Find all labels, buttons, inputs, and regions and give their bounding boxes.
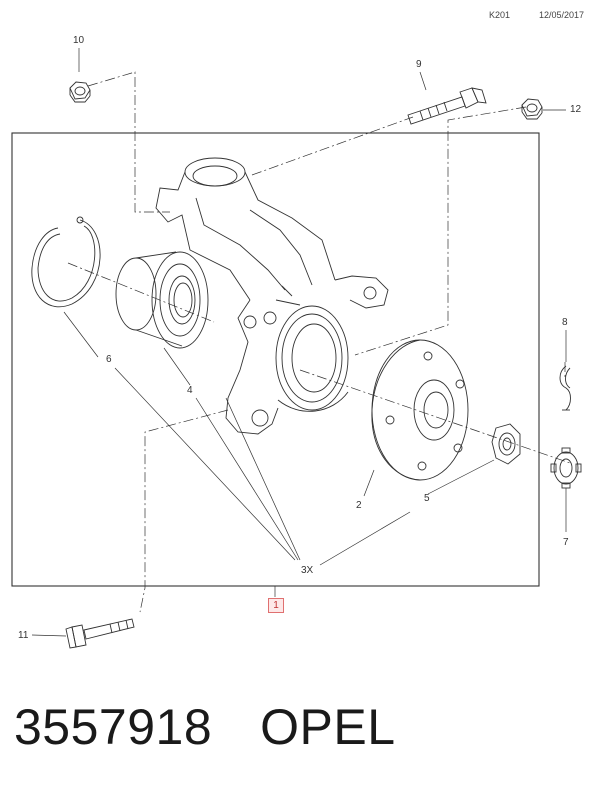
- bolt-9: [407, 87, 487, 125]
- callout-8: 8: [562, 317, 568, 328]
- callout-5: 5: [424, 493, 430, 504]
- diagram-date: 12/05/2017: [539, 10, 585, 20]
- callout-3x: 3X: [301, 565, 314, 576]
- center-lines: [67, 71, 571, 613]
- callout-2: 2: [356, 500, 362, 511]
- snap-ring-6: [31, 216, 101, 308]
- callout-1: 1: [268, 598, 284, 613]
- cotter-pin-8: [559, 365, 571, 411]
- wheel-bearing-4: [115, 251, 209, 349]
- footer-caption: 3557918 OPEL: [14, 700, 396, 754]
- assembly-frame: [11, 132, 540, 587]
- callout-10: 10: [73, 35, 85, 46]
- callout-9: 9: [416, 59, 422, 70]
- callout-4: 4: [187, 385, 193, 396]
- nut-10: [69, 81, 91, 103]
- steering-knuckle: [155, 157, 389, 435]
- nut-retainer-7: [550, 447, 582, 489]
- wheel-hub-2: [371, 339, 469, 481]
- hub-nut-5: [491, 423, 521, 465]
- leader-lines: [31, 48, 567, 637]
- bolt-11: [65, 618, 135, 649]
- callout-7: 7: [563, 537, 569, 548]
- callout-11: 11: [18, 630, 29, 641]
- diagram-code: K201: [489, 10, 511, 20]
- callout-12: 12: [570, 104, 582, 115]
- callout-6: 6: [106, 354, 112, 365]
- brand-name: OPEL: [260, 699, 396, 755]
- nut-12: [521, 98, 543, 120]
- part-number: 3557918: [14, 699, 213, 755]
